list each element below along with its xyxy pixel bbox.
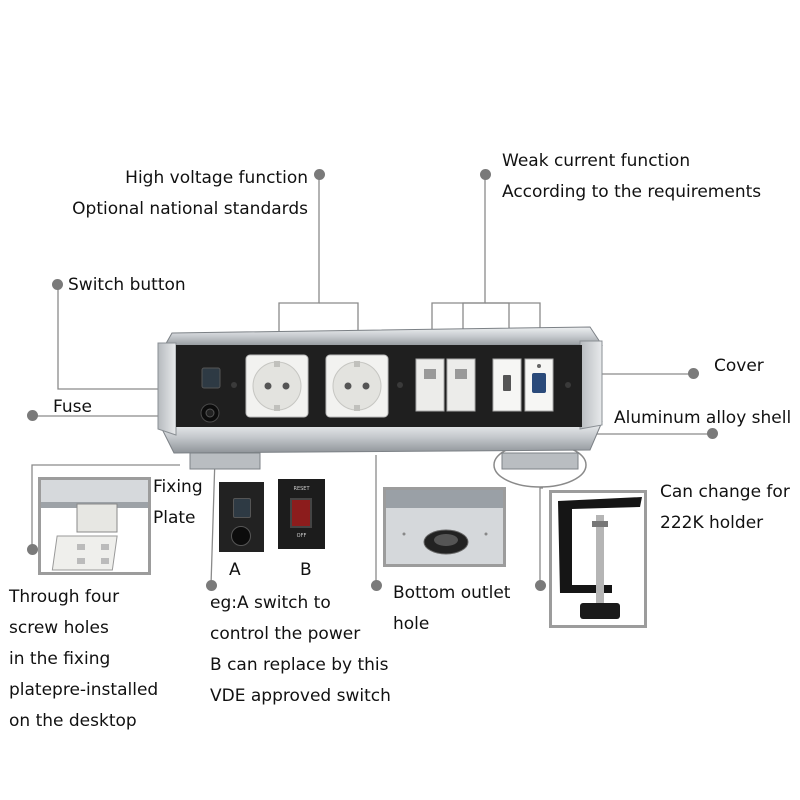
leader-dot xyxy=(52,279,63,290)
leader-dot xyxy=(480,169,491,180)
label-line: Plate xyxy=(153,508,196,528)
switch-b-off-mark: OFF xyxy=(296,533,307,539)
switch-b-reset-mark: RESET xyxy=(293,486,310,492)
label-line: on the desktop xyxy=(9,711,137,731)
inset-bottom-outlet xyxy=(383,487,506,567)
inset-switch-a xyxy=(219,482,264,552)
inset-fixing-plate xyxy=(38,477,151,575)
leader-dot xyxy=(371,580,382,591)
label-line: 222K holder xyxy=(660,513,764,533)
label-line: hole xyxy=(393,614,430,634)
network-module xyxy=(415,358,445,412)
leader-dot xyxy=(27,544,38,555)
label-switch-b: B xyxy=(300,560,312,580)
label-switch-note: eg:A switch to control the power B can r… xyxy=(210,588,391,712)
inset-switch-b: RESET OFF xyxy=(278,479,325,549)
label-line: platepre-installed xyxy=(9,680,159,700)
label-line: screw holes xyxy=(9,618,109,638)
label-line: High voltage function xyxy=(125,168,308,188)
leader-dot xyxy=(535,580,546,591)
label-line: control the power xyxy=(210,624,361,644)
left-end-cap xyxy=(157,342,177,436)
label-can-change: Can change for 222K holder xyxy=(660,477,790,539)
leader-dot xyxy=(314,169,325,180)
label-aluminum-shell: Aluminum alloy shell xyxy=(614,408,792,428)
switch-button xyxy=(201,367,221,389)
leader-dot xyxy=(206,580,217,591)
power-socket-2 xyxy=(325,354,389,418)
label-line: in the fixing xyxy=(9,649,111,669)
socket-unit xyxy=(157,326,603,470)
label-bottom-outlet: Bottom outlet hole xyxy=(393,578,510,640)
label-line: Weak current function xyxy=(502,151,691,171)
cover xyxy=(579,340,603,430)
inset-holder xyxy=(549,490,647,628)
switch-b-rocker xyxy=(290,498,312,528)
label-weak-current: Weak current function According to the r… xyxy=(502,146,761,208)
leader-dot xyxy=(707,428,718,439)
label-line: According to the requirements xyxy=(502,182,762,202)
label-line: Fixing xyxy=(153,477,203,497)
phone-module xyxy=(446,358,476,412)
label-line: Through four xyxy=(9,587,120,607)
holder-clip xyxy=(501,452,579,470)
switch-a-fuse xyxy=(231,526,251,546)
label-line: Can change for xyxy=(660,482,790,502)
label-high-voltage: High voltage function Optional national … xyxy=(72,163,308,225)
leader-dot xyxy=(27,410,38,421)
top-rail xyxy=(163,326,603,348)
label-fuse: Fuse xyxy=(53,397,92,417)
fixing-plate-clip xyxy=(189,452,261,470)
label-line: Optional national standards xyxy=(72,199,308,219)
label-line: Bottom outlet xyxy=(393,583,511,603)
label-switch-button: Switch button xyxy=(68,275,186,295)
label-fixing-plate: Fixing Plate xyxy=(153,472,203,534)
switch-a-button xyxy=(233,498,251,518)
label-line: VDE approved switch xyxy=(210,686,391,706)
power-socket-1 xyxy=(245,354,309,418)
leader-dot xyxy=(688,368,699,379)
label-through-holes: Through four screw holes in the fixing p… xyxy=(9,582,158,737)
label-cover: Cover xyxy=(714,356,764,376)
label-switch-a: A xyxy=(229,560,241,580)
label-line: eg:A switch to xyxy=(210,593,331,613)
label-line: B can replace by this xyxy=(210,655,389,675)
